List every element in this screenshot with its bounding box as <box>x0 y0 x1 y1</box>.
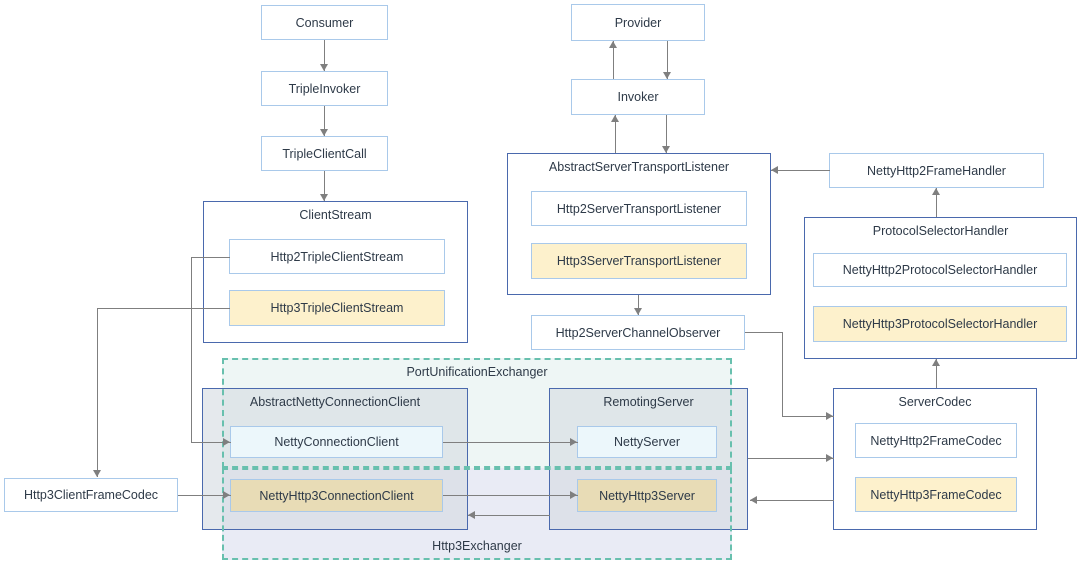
box-nettyhttp3protocolselectorhandler: NettyHttp3ProtocolSelectorHandler <box>813 306 1067 342</box>
box-http2serverchannelobserver: Http2ServerChannelObserver <box>531 315 745 350</box>
edge-invoker-provider-line <box>613 41 614 79</box>
container-abstractnettyconnectionclient-label: AbstractNettyConnectionClient <box>249 395 421 409</box>
container-remotingserver-label: RemotingServer <box>603 395 694 409</box>
edge-remotingserver-servercodec-line <box>748 458 834 459</box>
edge-http2serverchannelobserver-servercodec-line <box>745 332 783 333</box>
edge-tripleclientcall-clientstream-line <box>324 171 325 201</box>
box-http2tripleclientstream: Http2TripleClientStream <box>229 239 445 274</box>
box-http3tripleclientstream-label: Http3TripleClientStream <box>270 301 404 315</box>
edge-nettyconnectionclient-nettyserver-line <box>443 442 578 443</box>
edge-nettyhttp3connectionclient-nettyhttp3server-arrowhead <box>570 491 577 499</box>
box-nettyhttp3framecodec: NettyHttp3FrameCodec <box>855 477 1017 512</box>
box-consumer: Consumer <box>261 5 388 40</box>
edge-servercodec-remotingserver-arrowhead <box>750 496 757 504</box>
edge-http2tripleclientstream-nettyconnectionclient-line <box>191 257 192 442</box>
box-http2servertransportlistener: Http2ServerTransportListener <box>531 191 747 226</box>
box-nettyconnectionclient-label: NettyConnectionClient <box>274 435 399 449</box>
box-nettyserver: NettyServer <box>577 426 717 458</box>
edge-http2serverchannelobserver-servercodec-line <box>782 332 783 416</box>
edge-http3clientframecodec-nettyhttp3connectionclient-line <box>178 495 231 496</box>
edge-consumer-tripleinvoker-arrowhead <box>320 64 328 71</box>
container-abstractservertransportlistener-label: AbstractServerTransportListener <box>548 160 730 174</box>
edge-abstractservertransportlistener-http2serverchannelobserver-arrowhead <box>634 308 642 315</box>
edge-nettyhttp2framehandler-abstractservertransportlistener-arrowhead <box>771 166 778 174</box>
container-protocolselectorhandler-label: ProtocolSelectorHandler <box>872 224 1009 238</box>
box-nettyhttp3protocolselectorhandler-label: NettyHttp3ProtocolSelectorHandler <box>842 317 1038 331</box>
edge-tripleclientcall-clientstream-arrowhead <box>320 194 328 201</box>
box-nettyhttp3server-label: NettyHttp3Server <box>599 488 695 503</box>
edge-nettyconnectionclient-nettyserver-arrowhead <box>570 438 577 446</box>
edge-abstractservertransportlistener-http2serverchannelobserver-line <box>638 295 639 315</box>
box-nettyhttp2framecodec-label: NettyHttp2FrameCodec <box>870 433 1002 448</box>
box-http2servertransportlistener-label: Http2ServerTransportListener <box>556 201 722 216</box>
box-tripleclientcall-label: TripleClientCall <box>282 146 367 161</box>
edge-http3tripleclientstream-http3clientframecodec-line <box>97 308 98 477</box>
box-nettyhttp3framecodec-label: NettyHttp3FrameCodec <box>870 487 1002 502</box>
box-nettyhttp2protocolselectorhandler: NettyHttp2ProtocolSelectorHandler <box>813 253 1067 287</box>
edge-protocolselectorhandler-nettyhttp2framehandler-line <box>936 188 937 217</box>
box-nettyserver-label: NettyServer <box>614 435 680 449</box>
container-servercodec-label: ServerCodec <box>898 395 972 409</box>
edge-remotingserver-servercodec-arrowhead <box>826 454 833 462</box>
edge-remotingserver-abstractnettyconnectionclient-line <box>468 515 550 516</box>
box-nettyhttp2framecodec: NettyHttp2FrameCodec <box>855 423 1017 458</box>
edge-tripleinvoker-tripleclientcall-line <box>324 106 325 136</box>
edge-protocolselectorhandler-nettyhttp2framehandler-arrowhead <box>932 188 940 195</box>
edge-servercodec-remotingserver-line <box>750 500 834 501</box>
container-clientstream-label: ClientStream <box>299 208 372 222</box>
box-http3servertransportlistener: Http3ServerTransportListener <box>531 243 747 279</box>
box-http3tripleclientstream: Http3TripleClientStream <box>229 290 445 326</box>
box-nettyhttp3server: NettyHttp3Server <box>577 479 717 512</box>
edge-http2tripleclientstream-nettyconnectionclient-line <box>191 442 231 443</box>
box-provider: Provider <box>571 4 705 41</box>
box-nettyhttp3connectionclient: NettyHttp3ConnectionClient <box>230 479 443 512</box>
edge-servercodec-protocolselectorhandler-line <box>936 359 937 388</box>
edge-http2tripleclientstream-nettyconnectionclient-arrowhead <box>223 438 230 446</box>
box-http3clientframecodec: Http3ClientFrameCodec <box>4 478 178 512</box>
box-nettyhttp2protocolselectorhandler-label: NettyHttp2ProtocolSelectorHandler <box>842 263 1038 277</box>
edge-http2serverchannelobserver-servercodec-line <box>782 416 834 417</box>
edge-nettyhttp3connectionclient-nettyhttp3server-line <box>443 495 578 496</box>
box-tripleinvoker-label: TripleInvoker <box>288 81 361 96</box>
edge-provider-invoker-line <box>667 41 668 79</box>
box-tripleclientcall: TripleClientCall <box>261 136 388 171</box>
edge-invoker-abstractservertransportlistener-line <box>666 115 667 153</box>
box-provider-label: Provider <box>614 15 662 30</box>
box-http3clientframecodec-label: Http3ClientFrameCodec <box>23 488 159 502</box>
box-nettyhttp3connectionclient-label: NettyHttp3ConnectionClient <box>259 488 414 503</box>
edge-http3tripleclientstream-http3clientframecodec-arrowhead <box>93 470 101 477</box>
box-nettyhttp2framehandler: NettyHttp2FrameHandler <box>829 153 1044 188</box>
edge-http3clientframecodec-nettyhttp3connectionclient-arrowhead <box>223 491 230 499</box>
edge-invoker-abstractservertransportlistener-arrowhead <box>662 146 670 153</box>
edge-invoker-provider-arrowhead <box>609 41 617 48</box>
edge-abstractservertransportlistener-invoker-arrowhead <box>611 115 619 122</box>
edge-http2tripleclientstream-nettyconnectionclient-line <box>191 257 230 258</box>
box-http3servertransportlistener-label: Http3ServerTransportListener <box>556 254 722 268</box>
edge-remotingserver-abstractnettyconnectionclient-arrowhead <box>468 511 475 519</box>
box-http2tripleclientstream-label: Http2TripleClientStream <box>270 249 404 264</box>
box-nettyconnectionclient: NettyConnectionClient <box>230 426 443 458</box>
box-http2serverchannelobserver-label: Http2ServerChannelObserver <box>555 325 721 340</box>
edge-consumer-tripleinvoker-line <box>324 40 325 71</box>
box-tripleinvoker: TripleInvoker <box>261 71 388 106</box>
edge-abstractservertransportlistener-invoker-line <box>615 115 616 153</box>
box-consumer-label: Consumer <box>295 15 354 30</box>
edge-nettyhttp2framehandler-abstractservertransportlistener-line <box>771 170 830 171</box>
edge-provider-invoker-arrowhead <box>663 72 671 79</box>
box-nettyhttp2framehandler-label: NettyHttp2FrameHandler <box>867 163 1006 178</box>
box-invoker: Invoker <box>571 79 705 115</box>
edge-tripleinvoker-tripleclientcall-arrowhead <box>320 129 328 136</box>
box-invoker-label: Invoker <box>617 90 659 104</box>
edge-servercodec-protocolselectorhandler-arrowhead <box>932 359 940 366</box>
edge-http3tripleclientstream-http3clientframecodec-line <box>97 308 230 309</box>
edge-http2serverchannelobserver-servercodec-arrowhead <box>826 412 833 420</box>
